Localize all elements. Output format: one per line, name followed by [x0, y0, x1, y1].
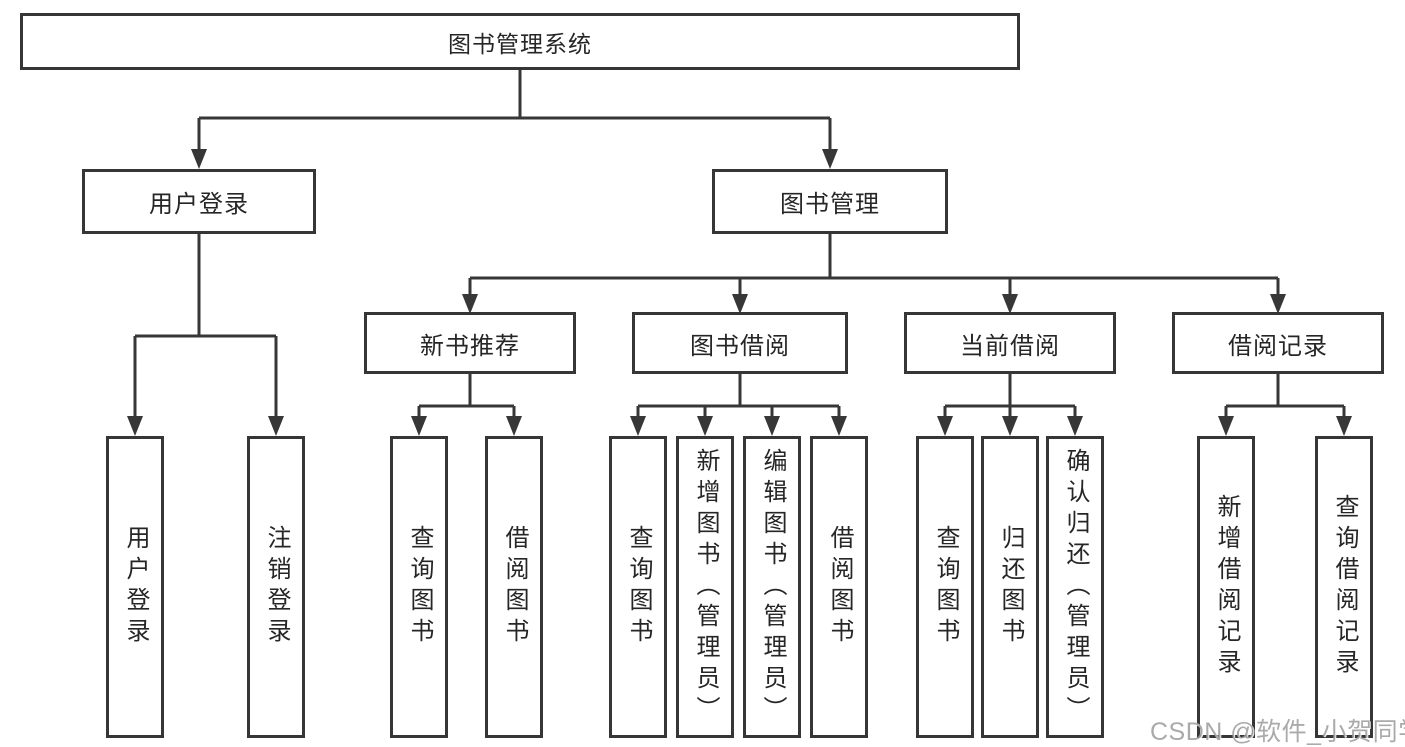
leaf-return-books: 归还图书 [981, 436, 1039, 738]
node-user-login: 用户登录 [82, 169, 316, 234]
node-book-borrow: 图书借阅 [632, 312, 848, 374]
leaf-edit-book-admin: 编辑图书（管理员） [743, 436, 801, 738]
node-borrow-records: 借阅记录 [1172, 312, 1384, 374]
connector-user-login-to-leaves [127, 234, 284, 436]
connector-book-borrow-to-leaves [630, 374, 847, 436]
leaf-query-books-borrow: 查询图书 [609, 436, 667, 738]
leaf-query-books-recommend: 查询图书 [390, 436, 448, 738]
leaf-add-book-admin: 新增图书（管理员） [676, 436, 734, 738]
connector-current-borrow-to-leaves [937, 374, 1083, 436]
leaf-logout: 注销登录 [247, 436, 305, 738]
csdn-watermark: CSDN @软件_小贺同学 [1150, 718, 1405, 746]
node-new-book-recommend: 新书推荐 [364, 312, 576, 374]
connector-borrow-records-to-leaves [1218, 374, 1352, 436]
leaf-borrow-books: 借阅图书 [810, 436, 868, 738]
leaf-add-borrow-record: 新增借阅记录 [1197, 436, 1255, 738]
connector-root-to-level2 [191, 70, 838, 169]
connector-new-book-recommend-to-leaves [411, 374, 522, 436]
leaf-user-login: 用户登录 [106, 436, 164, 738]
leaf-query-books-current: 查询图书 [916, 436, 974, 738]
leaf-query-borrow-record: 查询借阅记录 [1315, 436, 1373, 738]
node-library-management-system: 图书管理系统 [20, 13, 1020, 70]
node-book-management: 图书管理 [712, 169, 948, 234]
leaf-confirm-return-admin: 确认归还（管理员） [1046, 436, 1104, 738]
connector-book-management-to-level3 [462, 234, 1286, 314]
node-current-borrow: 当前借阅 [904, 312, 1116, 374]
leaf-borrow-books-recommend: 借阅图书 [485, 436, 543, 738]
